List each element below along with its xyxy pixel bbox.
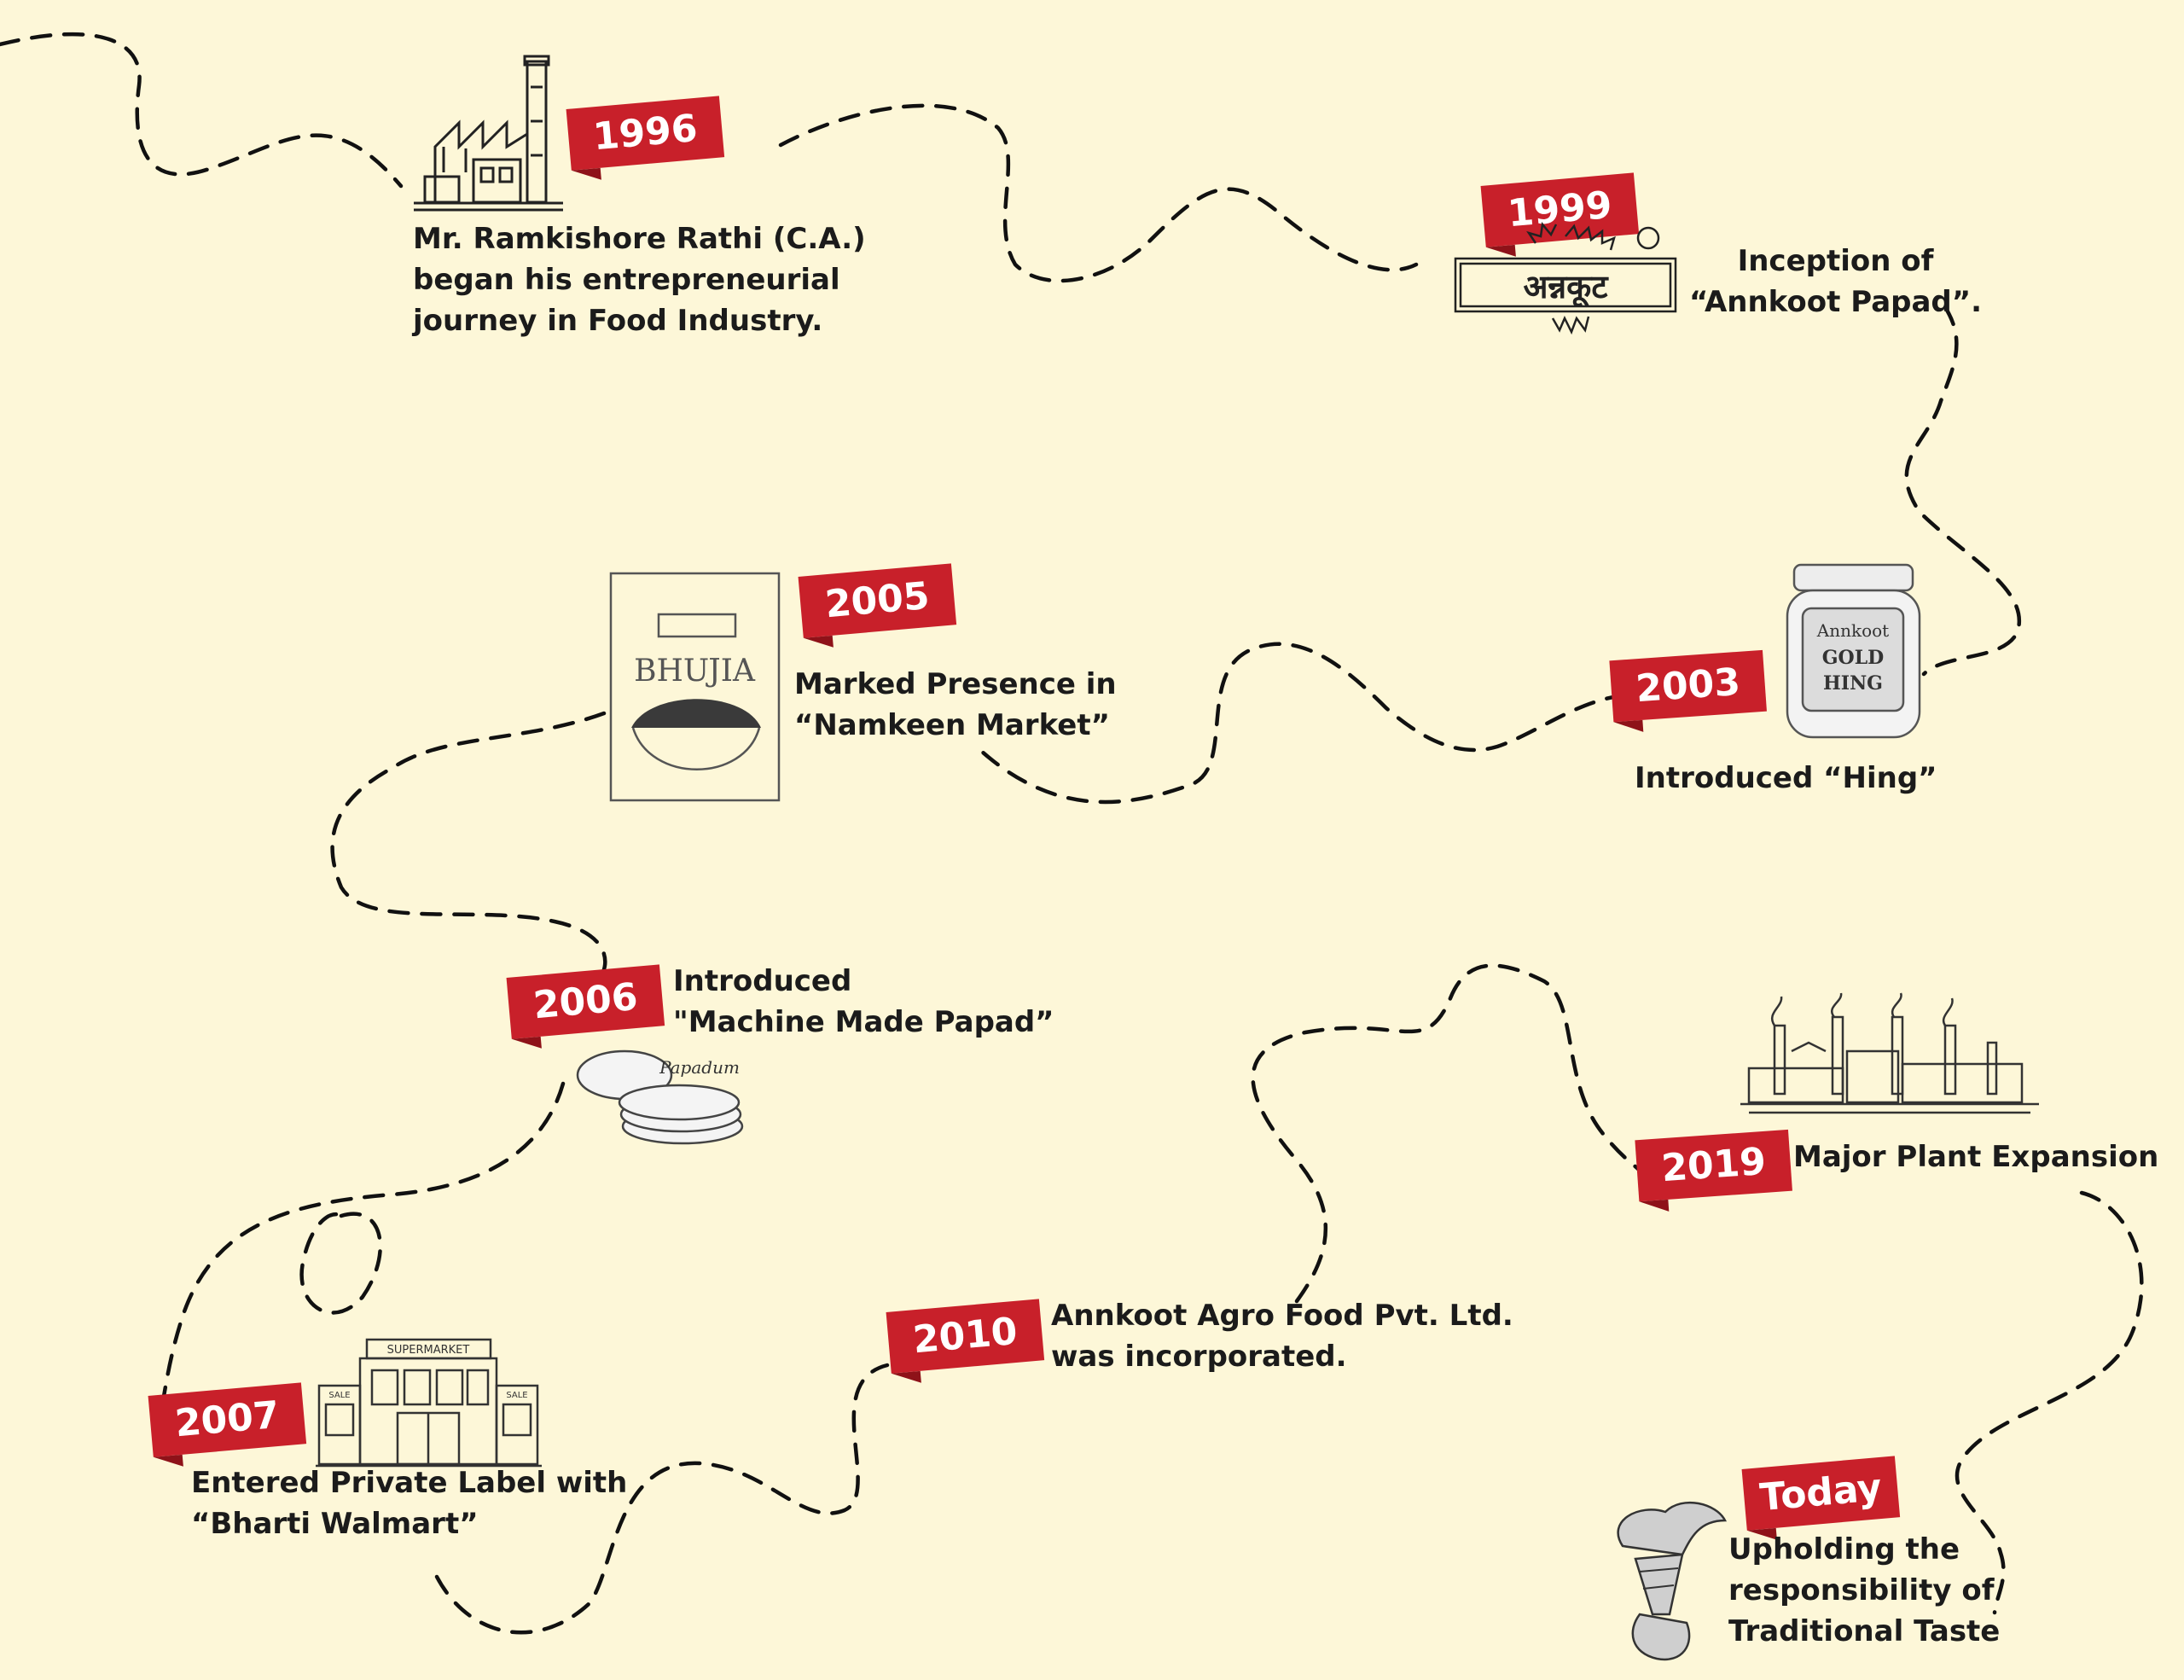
caption-today: Upholding the responsibility of Traditio… — [1728, 1532, 2001, 1648]
papad-stack-icon: Papadum — [576, 1049, 744, 1145]
caption-2007: Entered Private Label with “Bharti Walma… — [191, 1466, 628, 1541]
hing-jar-brand: Annkoot — [1816, 620, 1889, 641]
year-label-2019: 2019 — [1659, 1139, 1768, 1191]
caption-2019: Major Plant Expansion — [1793, 1140, 2159, 1174]
caption-1996: Mr. Ramkishore Rathi (C.A.) began his en… — [413, 222, 866, 338]
factory-icon — [414, 55, 563, 212]
industrial-plant-icon — [1740, 992, 2039, 1114]
ribbon-2010: 2010 — [886, 1299, 1048, 1405]
papadum-label: Papadum — [659, 1057, 740, 1078]
annkoot-logo-text: अन्नकूट — [1523, 268, 1609, 308]
ribbon-2005: 2005 — [798, 563, 960, 670]
hing-jar-hing: HING — [1823, 672, 1883, 695]
caption-2006: Introduced "Machine Made Papad” — [673, 964, 1054, 1039]
hing-jar-gold: GOLD — [1822, 647, 1885, 669]
year-label-2006: 2006 — [531, 974, 640, 1028]
bhujia-pack-icon: BHUJIA — [609, 572, 781, 802]
supermarket-icon: SUPERMARKET SALE SALE — [316, 1338, 542, 1468]
ribbon-1996: 1996 — [566, 96, 728, 202]
ribbon-2019: 2019 — [1635, 1129, 1794, 1234]
ribbon-2003: 2003 — [1609, 649, 1769, 754]
year-label-2010: 2010 — [911, 1309, 1019, 1363]
annkoot-logo: अन्नकूट — [1454, 222, 1677, 335]
sale-sign-left: SALE — [328, 1391, 350, 1400]
caption-2003: Introduced “Hing” — [1635, 761, 1937, 795]
supermarket-sign: SUPERMARKET — [387, 1344, 470, 1357]
year-label-1996: 1996 — [591, 106, 700, 160]
sale-sign-right: SALE — [506, 1391, 527, 1400]
year-label-2005: 2005 — [823, 573, 932, 627]
caption-1999: Inception of “Annkoot Papad”. — [1689, 244, 1983, 319]
torch-hand-icon — [1617, 1501, 1728, 1661]
year-label-2003: 2003 — [1634, 660, 1742, 712]
caption-2010: Annkoot Agro Food Pvt. Ltd. was incorpor… — [1051, 1299, 1513, 1374]
bhujia-pack-label: BHUJIA — [634, 654, 756, 689]
year-label-2007: 2007 — [173, 1392, 282, 1446]
caption-2005: Marked Presence in “Namkeen Market” — [794, 667, 1117, 742]
year-label-today: Today — [1757, 1465, 1884, 1520]
hing-jar-icon: Annkoot GOLD HING — [1786, 563, 1921, 739]
